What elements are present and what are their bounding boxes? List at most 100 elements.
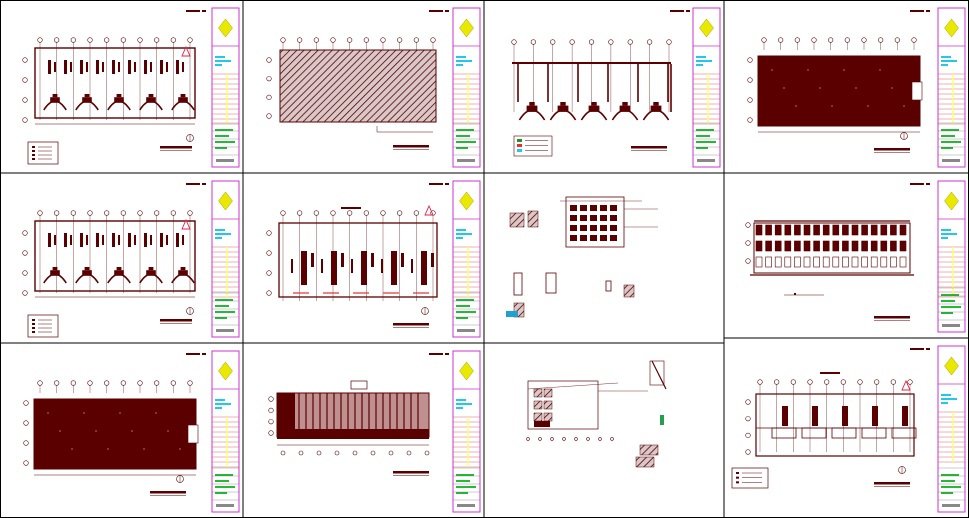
column (411, 259, 413, 273)
arch-detail (114, 97, 124, 103)
column (118, 235, 120, 245)
column (166, 235, 168, 245)
note-bar (941, 398, 957, 400)
detail-cell (580, 225, 587, 231)
sheet-panel-p3 (511, 7, 721, 168)
column (128, 233, 131, 247)
status-bar (456, 147, 468, 149)
status-bar (456, 135, 470, 137)
detail-fragment (506, 311, 518, 317)
grid-bubble (745, 399, 751, 405)
facade-opening (899, 224, 907, 236)
note-bar (941, 237, 948, 239)
facade-opening (803, 256, 811, 268)
sheet-number-bar (216, 159, 234, 162)
legend-swatch (32, 319, 35, 321)
arch-detail (653, 102, 659, 106)
facade-opening (765, 256, 772, 268)
facade-opening (851, 240, 859, 252)
legend-box (27, 314, 59, 338)
facade-opening (880, 256, 888, 268)
status-bar (215, 317, 227, 319)
column (166, 62, 168, 72)
scale-tag (926, 183, 930, 185)
column (311, 253, 314, 267)
grid-bubble (747, 77, 753, 83)
roof-label (341, 207, 361, 209)
arch-detail (116, 267, 122, 271)
speck (58, 429, 61, 432)
note-bar (941, 394, 951, 396)
sheet-panel-p7 (506, 196, 658, 318)
sheet-number-bar (697, 159, 715, 162)
grid-bubble (380, 210, 386, 216)
grid-bubble (268, 396, 274, 402)
grid-bubble (608, 39, 614, 45)
scale-tag (926, 348, 930, 350)
grid-bubble (745, 258, 751, 264)
arch-detail (591, 102, 597, 106)
logo-icon (699, 18, 714, 38)
grid-bubble (187, 37, 193, 43)
status-bar (941, 312, 953, 314)
facade-opening (813, 240, 820, 252)
grid-bubble (790, 379, 796, 385)
column (160, 233, 163, 247)
grid-bubble (154, 380, 160, 386)
grid-bubble (397, 37, 403, 43)
facade-opening (755, 224, 763, 236)
detail-fragment (605, 280, 612, 292)
speck (155, 411, 158, 414)
note-bar (696, 60, 712, 62)
legend-swatch (32, 158, 35, 160)
detail-fragment (545, 272, 557, 294)
facade-opening (842, 256, 849, 268)
solid-slab (757, 55, 921, 127)
status-bar (941, 492, 953, 494)
facade-opening (774, 240, 782, 252)
speck (782, 87, 785, 90)
column (70, 62, 72, 72)
grid-bubble (70, 37, 76, 43)
grid-bubble (23, 400, 29, 406)
building-outline (34, 47, 196, 119)
grid-bubble (266, 94, 272, 100)
scale-tag (202, 10, 206, 12)
grid-bubble (22, 57, 28, 63)
grid-bubble (807, 379, 813, 385)
arch-detail (560, 102, 566, 106)
grid-bubble (574, 437, 578, 441)
scale-tag (429, 10, 443, 12)
logo-icon (218, 191, 233, 211)
sheet-number-bar (942, 504, 960, 507)
arch-detail (526, 105, 538, 112)
status-bar (941, 486, 961, 488)
grid-bubble (280, 450, 286, 456)
column (160, 60, 163, 74)
logo-icon (218, 18, 233, 38)
dim-tick (794, 293, 796, 295)
column (112, 60, 115, 74)
status-bar (215, 147, 227, 149)
column (102, 62, 104, 72)
scale-tag (202, 183, 206, 185)
column (291, 259, 293, 273)
note-bar (456, 233, 472, 235)
note-bar (215, 229, 225, 231)
facade-opening (813, 256, 820, 268)
roof-label (820, 372, 840, 374)
title-block-frame (211, 350, 240, 513)
grid-bubble (550, 437, 554, 441)
opening (187, 424, 199, 444)
arch-detail (557, 105, 569, 112)
note-bar (456, 229, 466, 231)
detail-cell (600, 205, 607, 211)
grid-bubble (187, 380, 193, 386)
grid-bubble (120, 210, 126, 216)
north-arrow-icon (901, 379, 911, 391)
detail-frame (527, 380, 599, 430)
speck (842, 69, 845, 72)
grid-bubble (266, 57, 272, 63)
detail-fragment (660, 415, 664, 425)
